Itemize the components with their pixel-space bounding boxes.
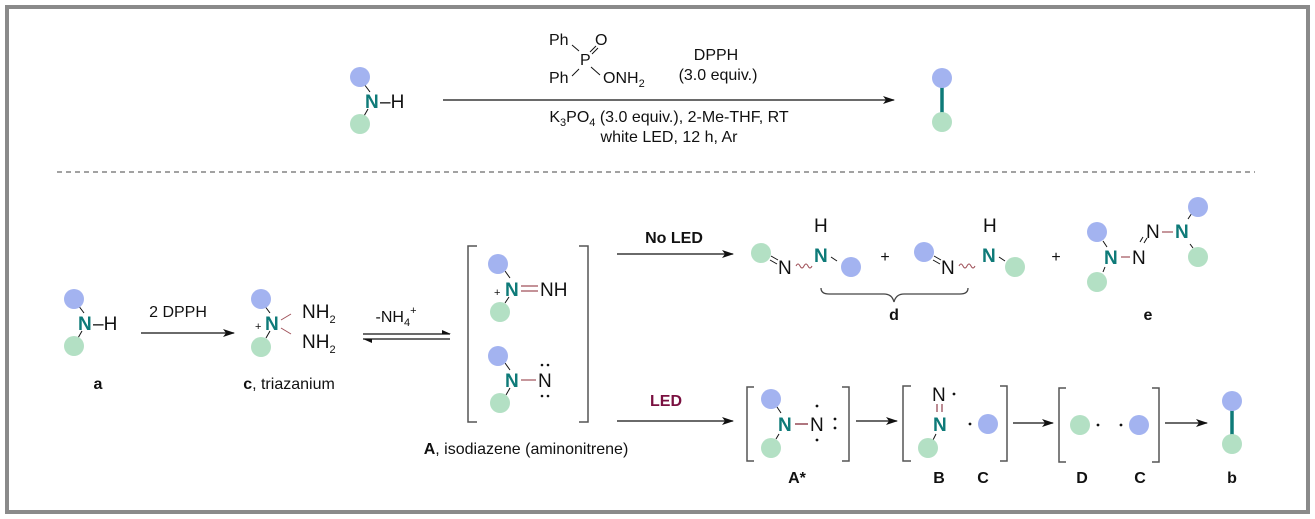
compound-label-A: A, isodiazene (aminonitrene) (424, 441, 629, 458)
plus-sign: + (1051, 249, 1060, 266)
hydrogen-atom: –H (93, 314, 117, 335)
nitrogen-atom: N (78, 314, 92, 335)
phosphorus-label: P (580, 52, 591, 69)
green-group-circle (1188, 247, 1208, 267)
green-group-circle (64, 336, 84, 356)
top-product (932, 68, 952, 132)
nh-label: NH (540, 280, 567, 301)
compound-label-c: c, triazanium (243, 376, 335, 393)
excited-state-A-star: N N (746, 386, 850, 462)
product-b (1222, 391, 1242, 454)
top-reactant: N –H (350, 67, 404, 134)
imine-nitrogen: N (941, 258, 955, 279)
eq-label-nh4: -NH4+ (376, 305, 417, 329)
blue-group-circle (350, 67, 370, 87)
blue-group-circle (64, 289, 84, 309)
hydrogen-atom: H (814, 216, 828, 237)
label-A-star: A* (788, 470, 807, 487)
nitrogen-atom: N (365, 92, 379, 113)
nh2-label: NH2 (302, 302, 336, 326)
azo-nitrogen: N (1132, 248, 1146, 269)
blue-group-circle (914, 242, 934, 262)
led-label: LED (650, 393, 682, 410)
compound-label-e: e (1144, 307, 1153, 324)
green-group-circle (932, 112, 952, 132)
imine-nitrogen: N (778, 258, 792, 279)
label-C: C (1134, 470, 1146, 487)
nitrogen-atom: N (778, 415, 792, 436)
hydrogen-atom: H (983, 216, 997, 237)
nitrogen-atom: N (814, 246, 828, 267)
compound-e: N N N N (1087, 197, 1208, 292)
blue-group-circle (251, 289, 271, 309)
hydrogen-atom: –H (380, 92, 404, 113)
phenyl-label: Ph (549, 32, 569, 49)
d-brace (820, 287, 969, 303)
nitrogen-atom: N (933, 415, 947, 436)
nitrogen-atom: N (505, 280, 519, 301)
azo-nitrogen: N (1146, 222, 1160, 243)
green-group-circle (1222, 434, 1242, 454)
green-group-circle (1070, 415, 1090, 435)
nitrene-nitrogen: N (538, 371, 552, 392)
dpph-equiv-label: (3.0 equiv.) (679, 67, 758, 84)
green-group-circle (761, 438, 781, 458)
blue-group-circle (932, 68, 952, 88)
blue-group-circle (1087, 222, 1107, 242)
compound-a: N –H a (64, 289, 117, 393)
nitrogen-atom: N (932, 385, 946, 406)
label-B: B (933, 470, 945, 487)
compound-d-isomer-2: N H N (914, 216, 1025, 279)
compound-c: + N NH2 NH2 c, triazanium (243, 289, 336, 393)
green-group-circle (1005, 257, 1025, 277)
green-group-circle (350, 114, 370, 134)
nitrogen-atom: N (505, 371, 519, 392)
blue-group-circle (841, 257, 861, 277)
equilibrium-arrows (363, 330, 451, 343)
dpph-label: DPPH (694, 47, 738, 64)
green-group-circle (490, 393, 510, 413)
blue-group-circle (1222, 391, 1242, 411)
blue-group-circle (761, 389, 781, 409)
nitrogen-atom: N (1104, 248, 1118, 269)
green-group-circle (918, 438, 938, 458)
compound-label-a: a (94, 376, 103, 393)
step-label-2-dpph: 2 DPPH (149, 304, 207, 321)
onh2-label: ONH2 (603, 70, 645, 90)
label-C: C (977, 470, 989, 487)
green-group-circle (751, 243, 771, 263)
green-group-circle (1087, 272, 1107, 292)
compound-d-isomer-1: N H N (751, 216, 861, 279)
nitrogen-atom: N (1175, 222, 1189, 243)
conditions-line-1: K3PO4 (3.0 equiv.), 2-Me-THF, RT (549, 109, 789, 129)
nitrene-nitrogen: N (810, 415, 824, 436)
nitrogen-atom: N (982, 246, 996, 267)
positive-charge: + (255, 321, 261, 333)
radical-pair-B-C: N N (902, 385, 1008, 462)
oxygen-label: O (595, 32, 607, 49)
green-group-circle (490, 302, 510, 322)
compound-label-b: b (1227, 470, 1237, 487)
nh2-label: NH2 (302, 332, 336, 356)
radical-pair-D-C (1058, 387, 1160, 463)
blue-group-circle (488, 254, 508, 274)
isodiazene-bracket: + N NH N N (467, 245, 589, 423)
green-group-circle (251, 337, 271, 357)
blue-group-circle (978, 414, 998, 434)
conditions-line-2: white LED, 12 h, Ar (600, 129, 739, 146)
reagent-structure: Ph Ph P O ONH2 (549, 32, 645, 90)
positive-charge: + (494, 287, 500, 299)
no-led-label: No LED (645, 230, 703, 247)
phenyl-label: Ph (549, 70, 569, 87)
blue-group-circle (1188, 197, 1208, 217)
plus-sign: + (880, 249, 889, 266)
compound-label-d: d (889, 307, 899, 324)
label-D: D (1076, 470, 1088, 487)
nitrogen-atom: N (265, 314, 279, 335)
blue-group-circle (1129, 415, 1149, 435)
scheme-frame (5, 5, 1310, 514)
blue-group-circle (488, 346, 508, 366)
